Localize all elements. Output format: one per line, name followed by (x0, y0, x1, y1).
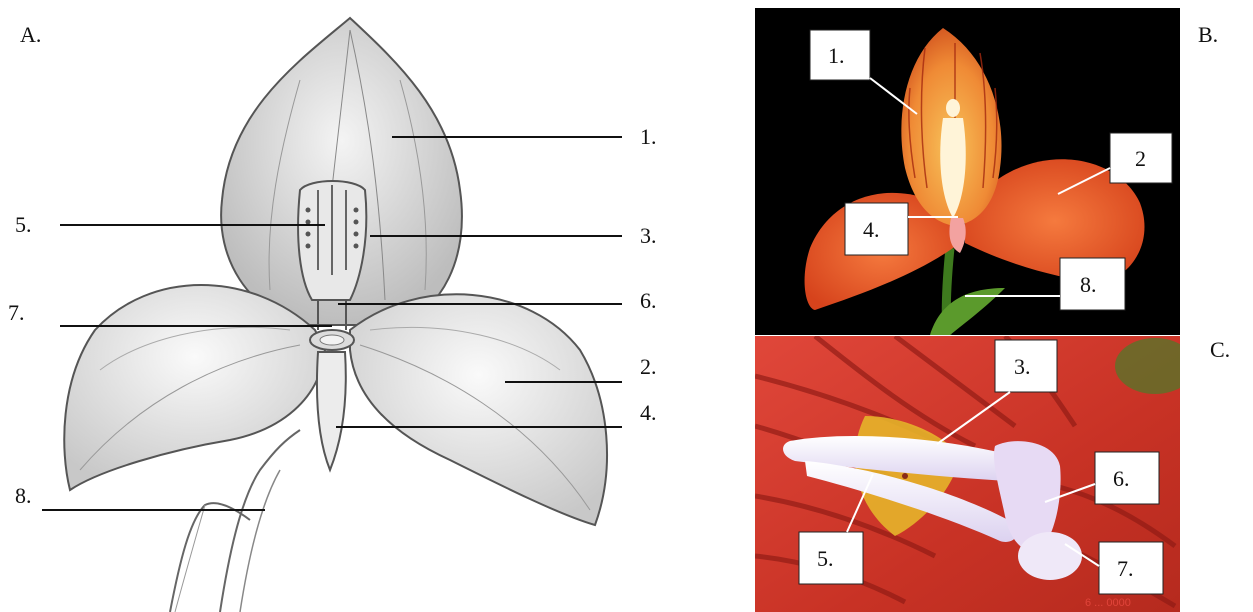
sketch-label-1: 1. (640, 124, 657, 149)
photo-c-art: 3. 6. 5. 7. 6 ... 0000 (755, 336, 1180, 612)
stigma-ring (310, 330, 354, 350)
panel-letter-b: B. (1198, 22, 1218, 48)
photo-b-label-1: 1. (828, 43, 845, 68)
right-lateral-sepal (350, 294, 607, 525)
sketch-label-3: 3. (640, 223, 657, 248)
sketch-label-6: 6. (640, 288, 657, 313)
photo-c-label-6: 6. (1113, 466, 1130, 491)
photo-c-closeup: 3. 6. 5. 7. 6 ... 0000 (755, 336, 1180, 612)
panel-letter-c: C. (1210, 337, 1230, 363)
stem (170, 430, 300, 612)
photo-c-label-5: 5. (817, 546, 834, 571)
photo-b-label-2: 2 (1135, 146, 1146, 171)
photo-c-watermark: 6 ... 0000 (1085, 597, 1131, 609)
sketch-label-7: 7. (8, 300, 25, 325)
photo-b-label-4: 4. (863, 217, 880, 242)
sketch-label-8: 8. (15, 483, 32, 508)
lip (317, 352, 346, 470)
photo-c-label-7: 7. (1117, 556, 1134, 581)
photo-b-orchid: 1. 2 4. 8. (755, 8, 1180, 335)
photo-b-label-8: 8. (1080, 272, 1097, 297)
left-lateral-sepal (64, 285, 325, 490)
orchid-sketch: 1. 5. 3. 6. 7. 2. 4. 8. (0, 0, 735, 612)
photo-b-art: 1. 2 4. 8. (755, 8, 1180, 335)
sketch-label-2: 2. (640, 354, 657, 379)
sketch-label-5: 5. (15, 212, 32, 237)
photo-c-label-3: 3. (1014, 354, 1031, 379)
sketch-label-4: 4. (640, 400, 657, 425)
